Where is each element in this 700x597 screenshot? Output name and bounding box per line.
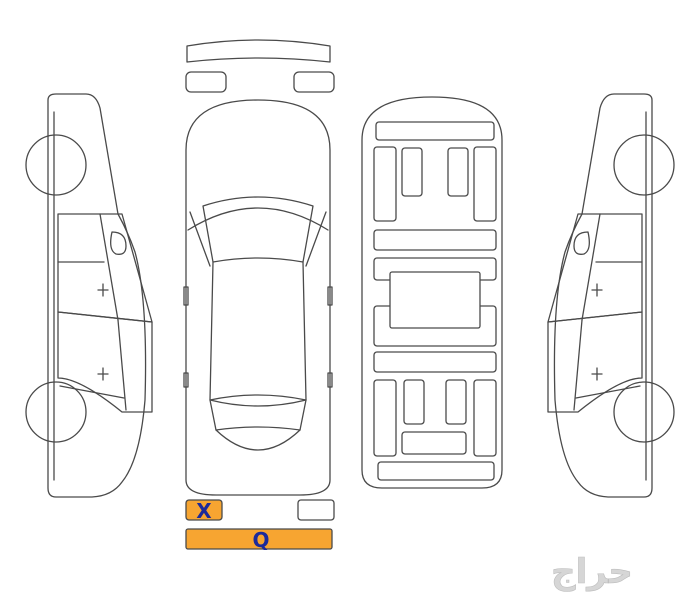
rear-lamp-right	[297, 499, 335, 521]
car-top-icon	[183, 39, 335, 496]
damage-code-q: Q	[252, 528, 269, 552]
watermark-logo: حراج	[551, 552, 633, 592]
car-interior-icon	[361, 96, 503, 489]
rear-lamp-left: X	[185, 499, 223, 523]
car-side-left-icon	[25, 93, 153, 498]
car-side-right-icon	[547, 93, 675, 498]
rear-bumper: Q	[185, 528, 333, 552]
damage-code-x: X	[196, 499, 212, 523]
